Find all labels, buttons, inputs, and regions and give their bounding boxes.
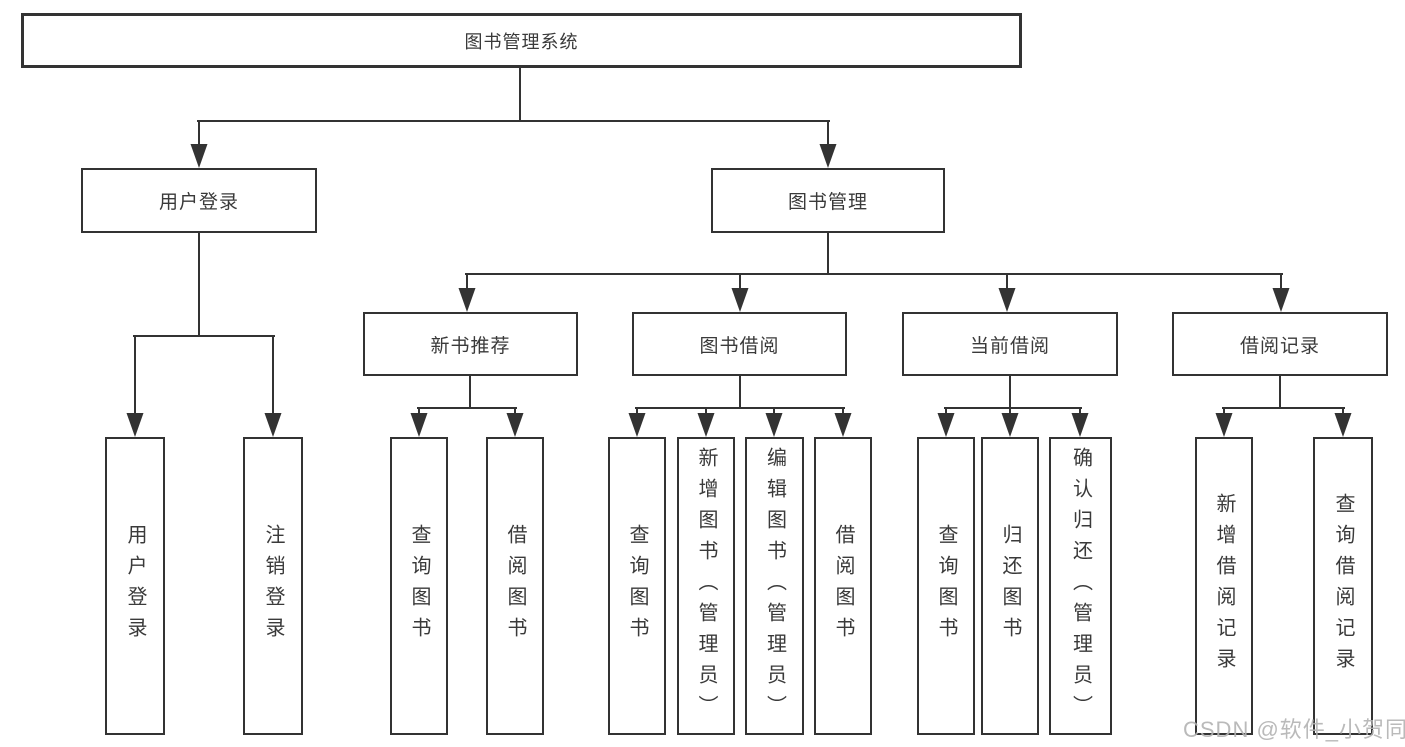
node-label: 查询借阅记录 [1332,493,1354,679]
node-library-management-system: 图书管理系统 [21,13,1022,68]
node-leaf-query-books-2: 查询图书 [608,437,666,735]
arrowhead-icon [1215,413,1233,437]
node-label: 确认归还（管理员） [1069,446,1092,726]
arrowhead-icon [731,288,749,312]
arrowhead-icon [126,413,144,437]
arrowhead-icon [410,413,428,437]
node-leaf-query-books-1: 查询图书 [390,437,448,735]
node-leaf-query-borrow-record: 查询借阅记录 [1313,437,1373,735]
arrowhead-icon [506,413,524,437]
arrowhead-icon [264,413,282,437]
node-current-borrow: 当前借阅 [902,312,1118,376]
node-label: 归还图书 [999,524,1021,648]
arrowhead-icon [819,144,837,168]
node-label: 新增图书（管理员） [695,446,717,726]
arrowhead-icon [765,413,783,437]
arrowhead-icon [937,413,955,437]
arrowhead-icon [834,413,852,437]
node-label: 新书推荐 [430,335,511,357]
node-label: 编辑图书（管理员） [763,446,786,726]
arrowhead-icon [1272,288,1290,312]
node-leaf-logout: 注销登录 [243,437,303,735]
node-label: 当前借阅 [969,335,1050,357]
arrowhead-icon [697,413,715,437]
arrowhead-icon [190,144,208,168]
node-label: 新增借阅记录 [1213,493,1235,679]
node-leaf-user-login: 用户登录 [105,437,165,735]
node-leaf-add-borrow-record: 新增借阅记录 [1195,437,1253,735]
node-label: 借阅图书 [832,524,854,648]
node-label: 注销登录 [262,524,284,648]
arrowhead-icon [1001,413,1019,437]
arrowheads [126,144,1352,437]
node-label: 图书管理 [787,192,868,213]
node-borrow-record: 借阅记录 [1172,312,1388,376]
node-label: 借阅图书 [504,524,526,648]
node-leaf-query-books-3: 查询图书 [917,437,975,735]
arrowhead-icon [1071,413,1089,437]
arrowhead-icon [628,413,646,437]
node-leaf-confirm-return-admin: 确认归还（管理员） [1049,437,1112,735]
node-label: 查询图书 [626,524,648,648]
node-label: 用户登录 [124,524,146,648]
node-label: 查询图书 [408,524,430,648]
node-label: 借阅记录 [1239,335,1320,357]
node-leaf-add-book-admin: 新增图书（管理员） [677,437,735,735]
node-new-book-recommend: 新书推荐 [363,312,578,376]
node-leaf-borrow-books-1: 借阅图书 [486,437,544,735]
arrowhead-icon [998,288,1016,312]
node-leaf-edit-book-admin: 编辑图书（管理员） [745,437,804,735]
node-label: 图书管理系统 [464,31,579,52]
node-label: 图书借阅 [699,335,780,357]
node-leaf-return-book: 归还图书 [981,437,1039,735]
node-user-login: 用户登录 [81,168,317,233]
arrowhead-icon [1334,413,1352,437]
node-book-borrow: 图书借阅 [632,312,847,376]
node-label: 用户登录 [158,192,239,213]
node-leaf-borrow-books-2: 借阅图书 [814,437,872,735]
node-label: 查询图书 [935,524,957,648]
csdn-watermark: CSDN @软件_小贺同学 [1183,717,1405,742]
node-book-management: 图书管理 [711,168,945,233]
arrowhead-icon [458,288,476,312]
